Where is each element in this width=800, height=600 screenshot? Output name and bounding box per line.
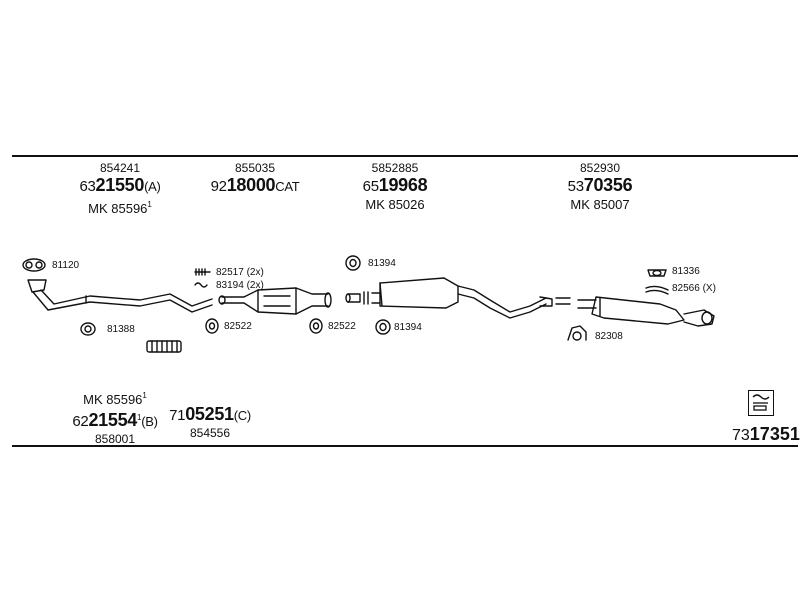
middle-silencer-icon bbox=[345, 277, 571, 319]
part-number-suffix: CAT bbox=[275, 179, 300, 194]
mounting-kit: MK 85007 bbox=[545, 197, 655, 213]
mounting-kit-label: MK 85596 bbox=[83, 392, 143, 407]
mount-rubber-81388-icon bbox=[80, 322, 96, 336]
bottom-divider bbox=[12, 445, 798, 447]
spring-83194-icon bbox=[194, 282, 208, 288]
hanger-81394-icon bbox=[345, 255, 361, 271]
part-number-prefix: 62 bbox=[72, 413, 89, 430]
part-number-prefix: 71 bbox=[169, 407, 186, 424]
rear-hanger-81336-icon bbox=[647, 269, 667, 277]
part-number-main: 19968 bbox=[378, 175, 428, 195]
part-label-82308: 82308 bbox=[595, 331, 623, 342]
oe-reference: 852930 bbox=[579, 161, 621, 175]
part-label-81394-bottom: 81394 bbox=[394, 322, 422, 333]
part-label-82517: 82517 (2x) bbox=[216, 267, 264, 278]
part-number[interactable]: 6519968 bbox=[340, 175, 450, 197]
clip-82566-icon bbox=[645, 285, 669, 295]
mounting-kit: MK 855961 bbox=[55, 388, 175, 408]
oe-reference: 855035 bbox=[234, 161, 276, 175]
part-label-81388: 81388 bbox=[107, 324, 135, 335]
catalytic-converter-icon bbox=[218, 287, 332, 315]
oe-reference: 854241 bbox=[99, 161, 141, 175]
part-column-middle-silencer: 5852885 6519968 MK 85026 bbox=[340, 161, 450, 213]
mounting-kit-label: MK 85596 bbox=[88, 201, 148, 216]
bolt-82517-icon bbox=[194, 268, 211, 276]
part-column-catalyst: 855035 9218000CAT bbox=[190, 161, 320, 197]
clamp-82308-icon bbox=[567, 325, 587, 341]
flex-clamp-icon bbox=[146, 340, 182, 353]
top-divider bbox=[12, 155, 798, 157]
hanger-81394-icon bbox=[375, 319, 391, 335]
mounting-kit: MK 855961 bbox=[60, 197, 180, 217]
complete-kit-number[interactable]: 7317351 bbox=[732, 424, 800, 445]
part-number-prefix: 92 bbox=[210, 178, 227, 195]
oe-reference: 5852885 bbox=[371, 161, 419, 175]
part-number[interactable]: 62215541(B) bbox=[55, 408, 175, 432]
part-label-83194: 83194 (2x) bbox=[216, 280, 264, 291]
part-label-81336: 81336 bbox=[672, 266, 700, 277]
kit-number-main: 17351 bbox=[749, 424, 800, 444]
gasket-81120-icon bbox=[22, 258, 46, 272]
part-number-main: 05251 bbox=[185, 404, 234, 424]
oe-reference: 858001 bbox=[94, 432, 136, 446]
part-number-main: 21554 bbox=[88, 410, 138, 430]
part-number-note: 1 bbox=[137, 413, 142, 422]
part-column-front-pipe-variant: MK 855961 62215541(B) 858001 bbox=[55, 388, 175, 446]
part-number-suffix: (A) bbox=[144, 179, 161, 194]
part-label-82566: 82566 (X) bbox=[672, 283, 716, 294]
part-number-prefix: 65 bbox=[362, 178, 379, 195]
part-number-prefix: 53 bbox=[567, 178, 584, 195]
part-number[interactable]: 9218000CAT bbox=[190, 175, 320, 197]
part-column-front-pipe: 854241 6321550(A) MK 855961 bbox=[60, 161, 180, 217]
oe-reference: 854556 bbox=[189, 426, 231, 440]
part-number[interactable]: 6321550(A) bbox=[60, 175, 180, 197]
part-label-82522-right: 82522 bbox=[328, 321, 356, 332]
mounting-kit-label: MK 85026 bbox=[365, 197, 425, 212]
front-pipe-icon bbox=[27, 279, 213, 313]
part-label-82522-left: 82522 bbox=[224, 321, 252, 332]
gasket-82522-icon bbox=[205, 318, 219, 334]
part-label-81120: 81120 bbox=[52, 260, 80, 271]
kit-number-prefix: 73 bbox=[732, 427, 750, 444]
part-number[interactable]: 5370356 bbox=[545, 175, 655, 197]
mounting-kit: MK 85026 bbox=[340, 197, 450, 213]
part-number-prefix: 63 bbox=[79, 178, 96, 195]
mounting-kit-note: 1 bbox=[147, 200, 152, 209]
part-label-81394-top: 81394 bbox=[368, 258, 396, 269]
part-number-suffix: (C) bbox=[233, 408, 251, 423]
part-number-main: 70356 bbox=[583, 175, 633, 195]
gasket-82522-icon bbox=[309, 318, 323, 334]
exhaust-kit-logo-icon bbox=[748, 390, 774, 416]
part-number-main: 21550 bbox=[95, 175, 145, 195]
part-column-flex-clamp: 7105251(C) 854556 bbox=[150, 404, 270, 440]
rear-silencer-icon bbox=[577, 296, 715, 327]
mounting-kit-label: MK 85007 bbox=[570, 197, 630, 212]
part-number-main: 18000 bbox=[226, 175, 276, 195]
part-column-rear-silencer: 852930 5370356 MK 85007 bbox=[545, 161, 655, 213]
mounting-kit-note: 1 bbox=[142, 391, 147, 400]
part-number-suffix: (B) bbox=[141, 414, 158, 429]
part-number[interactable]: 7105251(C) bbox=[150, 404, 270, 426]
